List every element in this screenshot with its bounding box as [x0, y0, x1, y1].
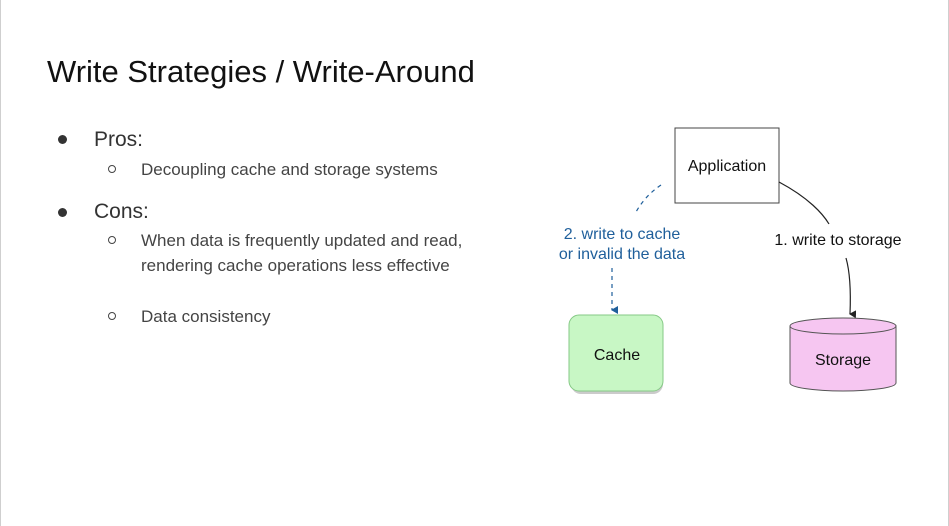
- cons-heading: Cons:: [94, 200, 149, 223]
- sub-bullet-circle-icon: [108, 236, 116, 244]
- cache-node: Cache: [568, 314, 664, 394]
- edge-write-to-storage: 1. write to storage: [774, 181, 902, 319]
- pros-item: Decoupling cache and storage systems: [141, 160, 438, 179]
- cons-item: Data consistency: [141, 307, 271, 326]
- sub-bullet-circle-icon: [108, 312, 116, 320]
- bullet-dot-icon: [58, 135, 67, 144]
- bullet-dot-icon: [58, 208, 67, 217]
- application-node: Application: [674, 127, 780, 204]
- cache-label: Cache: [594, 347, 640, 364]
- edge-storage-label: 1. write to storage: [774, 232, 901, 249]
- slide-title: Write Strategies / Write-Around: [47, 54, 475, 89]
- sub-bullet-circle-icon: [108, 165, 116, 173]
- edge-cache-label-line1: 2. write to cache: [564, 226, 681, 243]
- application-label: Application: [688, 158, 766, 175]
- edge-cache-label-line2: or invalid the data: [559, 246, 685, 263]
- bullet-list: Pros: Decoupling cache and storage syste…: [1, 0, 521, 526]
- storage-label: Storage: [815, 352, 871, 369]
- storage-node: Storage: [789, 317, 897, 392]
- cons-item: When data is frequently updated and read…: [141, 231, 463, 275]
- edge-write-to-cache: 2. write to cache or invalid the data: [559, 184, 685, 314]
- pros-heading: Pros:: [94, 128, 144, 151]
